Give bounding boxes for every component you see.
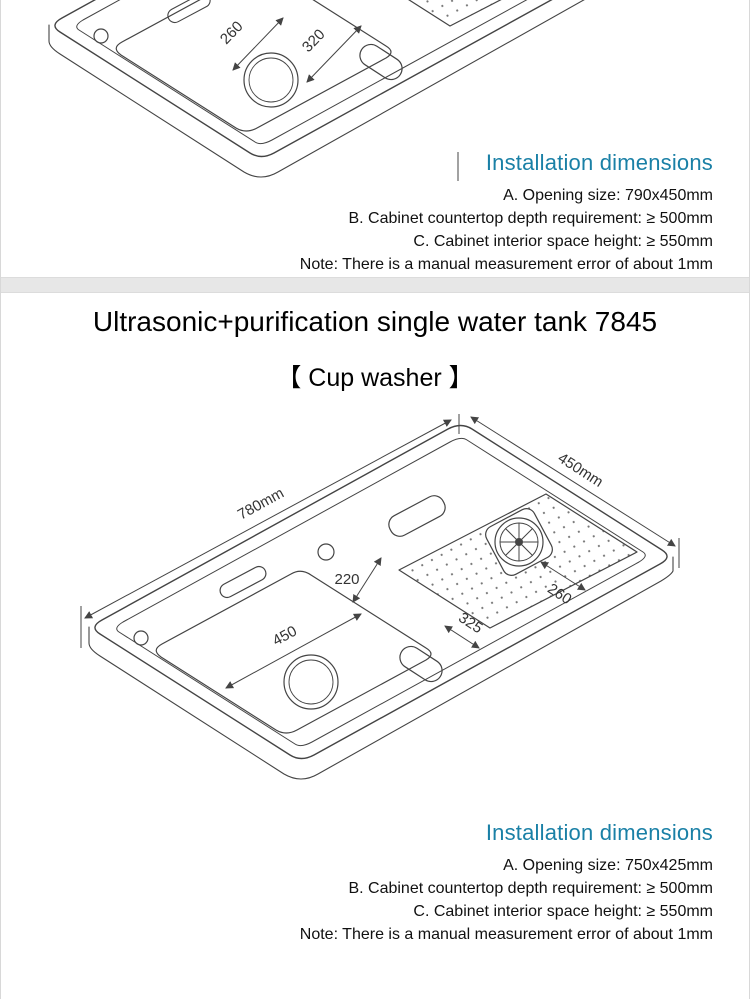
top-sink-sketch: 260 320 — [48, 0, 634, 181]
spec-note: Note: There is a manual measurement erro… — [299, 926, 713, 943]
dim-label-overall-width: 780mm — [235, 485, 287, 524]
spec-interior-height: C. Cabinet interior space height: ≥ 550m… — [413, 233, 713, 250]
top-installation-specs: Installation dimensions A. Opening size:… — [300, 150, 713, 276]
dim-label-320-top: 320 — [299, 26, 329, 56]
dim-label-deck-depth: 220 — [334, 571, 359, 588]
product-subtitle: 【 Cup washer 】 — [276, 364, 474, 392]
spec-opening-size: A. Opening size: 790x450mm — [503, 187, 713, 204]
dim-label-overall-depth: 450mm — [555, 450, 606, 491]
dim-label-basin-length: 450 — [270, 623, 300, 650]
dimension-lines — [80, 414, 680, 689]
top-sketch-dimension-lines — [232, 17, 459, 181]
spec-counter-depth: B. Cabinet countertop depth requirement:… — [348, 880, 713, 897]
spec-interior-height: C. Cabinet interior space height: ≥ 550m… — [413, 903, 713, 920]
product-title: Ultrasonic+purification single water tan… — [92, 306, 658, 337]
installation-heading: Installation dimensions — [485, 150, 713, 175]
bottom-installation-specs: Installation dimensions A. Opening size:… — [300, 820, 713, 946]
top-sketch-slot — [167, 0, 211, 24]
dim-label-260-top: 260 — [217, 18, 247, 48]
spec-counter-depth: B. Cabinet countertop depth requirement:… — [348, 210, 713, 227]
spec-opening-size: A. Opening size: 750x425mm — [503, 857, 713, 874]
installation-heading: Installation dimensions — [485, 820, 713, 845]
main-sink-diagram: 780mm 450mm 220 260 325 450 — [80, 414, 680, 780]
spec-note: Note: There is a manual measurement erro… — [299, 256, 713, 273]
section-divider — [1, 277, 749, 293]
